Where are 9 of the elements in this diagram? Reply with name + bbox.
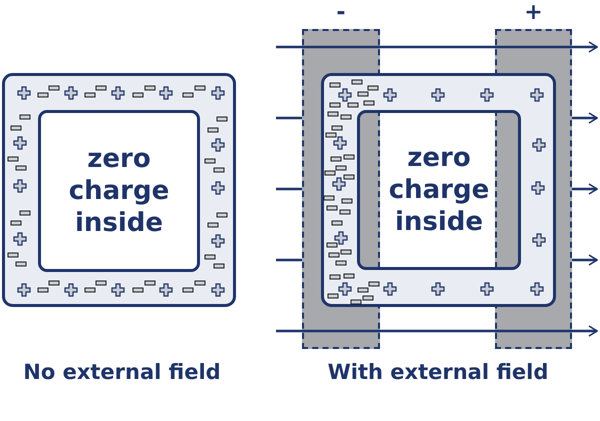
- conductor-shell: [2, 73, 236, 307]
- cavity-label: zero charge inside: [388, 142, 490, 238]
- inner-cavity-box: [38, 110, 200, 272]
- polarity-label: +: [523, 1, 544, 25]
- panel-caption: No external field: [23, 360, 221, 384]
- panel-caption: With external field: [328, 360, 548, 384]
- cavity-label: zero charge inside: [68, 143, 170, 239]
- polarity-label: -: [335, 1, 347, 25]
- inner-cavity-box: [357, 110, 521, 270]
